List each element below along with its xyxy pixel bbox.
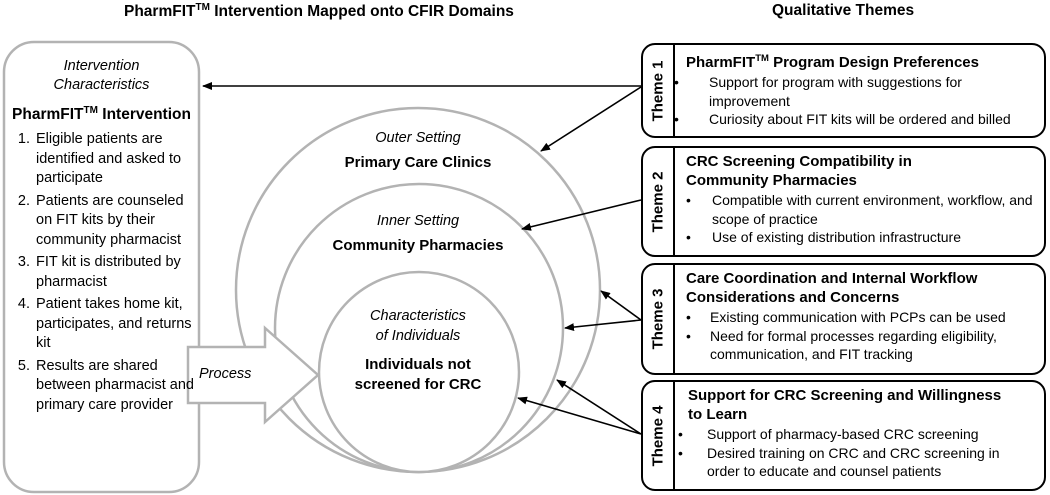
arrow-theme3-outer <box>600 290 642 321</box>
theme-card-3: Theme 3 Care Coordination and Internal W… <box>641 263 1046 375</box>
arrow-theme2-inner <box>521 199 642 231</box>
process-arrow <box>186 325 320 425</box>
individuals-domain-line1: Characteristics <box>370 308 466 324</box>
intervention-step: Eligible patients are identified and ask… <box>34 130 199 189</box>
theme-tab-label: Theme 2 <box>649 171 667 232</box>
theme-title: CRC Screening Compatibility in Community… <box>686 153 912 189</box>
theme-bullet: Need for formal processes regarding elig… <box>686 327 1038 364</box>
arrow-theme1-outer <box>540 86 642 152</box>
theme-title: Support for CRC Screening and Willingnes… <box>688 387 1002 423</box>
theme-card-1: Theme 1 PharmFITTM Program Design Prefer… <box>641 43 1046 138</box>
process-label: Process <box>199 366 252 382</box>
heading-text-suffix: Intervention Mapped onto CFIR Domains <box>209 3 514 21</box>
trademark-sup: TM <box>195 2 210 13</box>
heading-text: PharmFIT <box>124 3 196 21</box>
intervention-step: Patients are counseled on FIT kits by th… <box>34 192 199 251</box>
theme-title: Care Coordination and Internal Workflow … <box>686 270 978 306</box>
outer-setting-text: Outer Setting Primary Care Clinics <box>288 130 548 171</box>
inner-setting-text: Inner Setting Community Pharmacies <box>288 213 548 254</box>
theme-bullet: Existing communication with PCPs can be … <box>686 308 1038 327</box>
theme-bullet: Compatible with current environment, wor… <box>686 191 1038 228</box>
theme-title-suffix: Program Design Preferences <box>768 54 979 71</box>
trademark-sup: TM <box>83 105 98 116</box>
intervention-panel: Intervention Characteristics PharmFITTM … <box>4 42 199 418</box>
inner-setting-domain: Inner Setting <box>376 213 460 229</box>
theme-tab-label: Theme 1 <box>649 60 667 121</box>
theme-bullet: Support of pharmacy-based CRC screening <box>678 425 1038 444</box>
intervention-title: PharmFITTM Intervention <box>4 105 199 124</box>
intervention-title-suffix: Intervention <box>97 106 191 124</box>
individuals-label-line2: screened for CRC <box>354 376 482 393</box>
theme-bullet: Desired training on CRC and CRC screenin… <box>678 444 1038 481</box>
theme-tab: Theme 3 <box>643 265 675 373</box>
theme-tab-label: Theme 4 <box>649 405 667 466</box>
theme-bullets: Support for program with suggestions for… <box>674 73 1038 129</box>
inner-setting-label: Community Pharmacies <box>332 237 504 254</box>
theme-card-2: Theme 2 CRC Screening Compatibility in C… <box>641 146 1046 257</box>
theme-bullet: Support for program with suggestions for… <box>674 73 1038 110</box>
left-panel-heading: PharmFITTM Intervention Mapped onto CFIR… <box>124 2 514 21</box>
arrow-theme4-inner <box>556 379 642 435</box>
theme-bullets: Support of pharmacy-based CRC screening … <box>678 425 1038 481</box>
theme-title-text: PharmFIT <box>686 54 756 71</box>
intervention-step: Results are shared between pharmacist an… <box>34 357 199 416</box>
individuals-label-line1: Individuals not <box>365 356 471 373</box>
individuals-domain-line2: of Individuals <box>375 328 461 344</box>
intervention-title-text: PharmFIT <box>12 106 84 124</box>
individuals-circle <box>317 270 521 474</box>
intervention-step: FIT kit is distributed by pharmacist <box>34 253 199 292</box>
theme-bullets: Compatible with current environment, wor… <box>686 191 1038 247</box>
arrow-theme4-individuals <box>517 396 642 435</box>
intervention-box <box>2 40 201 494</box>
theme-tab: Theme 1 <box>643 45 675 136</box>
intervention-step: Patient takes home kit, participates, an… <box>34 295 199 354</box>
theme-tab-label: Theme 3 <box>649 288 667 350</box>
theme-bullets: Existing communication with PCPs can be … <box>686 308 1038 364</box>
theme-bullet: Curiosity about FIT kits will be ordered… <box>674 110 1038 129</box>
theme-title: PharmFITTM Program Design Preferences <box>686 49 1038 72</box>
intervention-steps: Eligible patients are identified and ask… <box>4 130 199 415</box>
theme-tab: Theme 4 <box>643 382 675 489</box>
theme-tab: Theme 2 <box>643 148 675 255</box>
arrow-theme3-inner <box>564 319 642 332</box>
outer-setting-label: Primary Care Clinics <box>344 154 492 171</box>
right-panel-heading: Qualitative Themes <box>772 2 915 19</box>
theme-card-4: Theme 4 Support for CRC Screening and Wi… <box>641 380 1046 491</box>
intervention-domain-label: Intervention Characteristics <box>53 58 150 93</box>
outer-setting-domain: Outer Setting <box>375 130 461 146</box>
trademark-sup: TM <box>755 53 769 64</box>
individuals-text: Characteristics of Individuals Individua… <box>288 306 548 395</box>
theme-bullet: Use of existing distribution infrastruct… <box>686 228 1038 247</box>
